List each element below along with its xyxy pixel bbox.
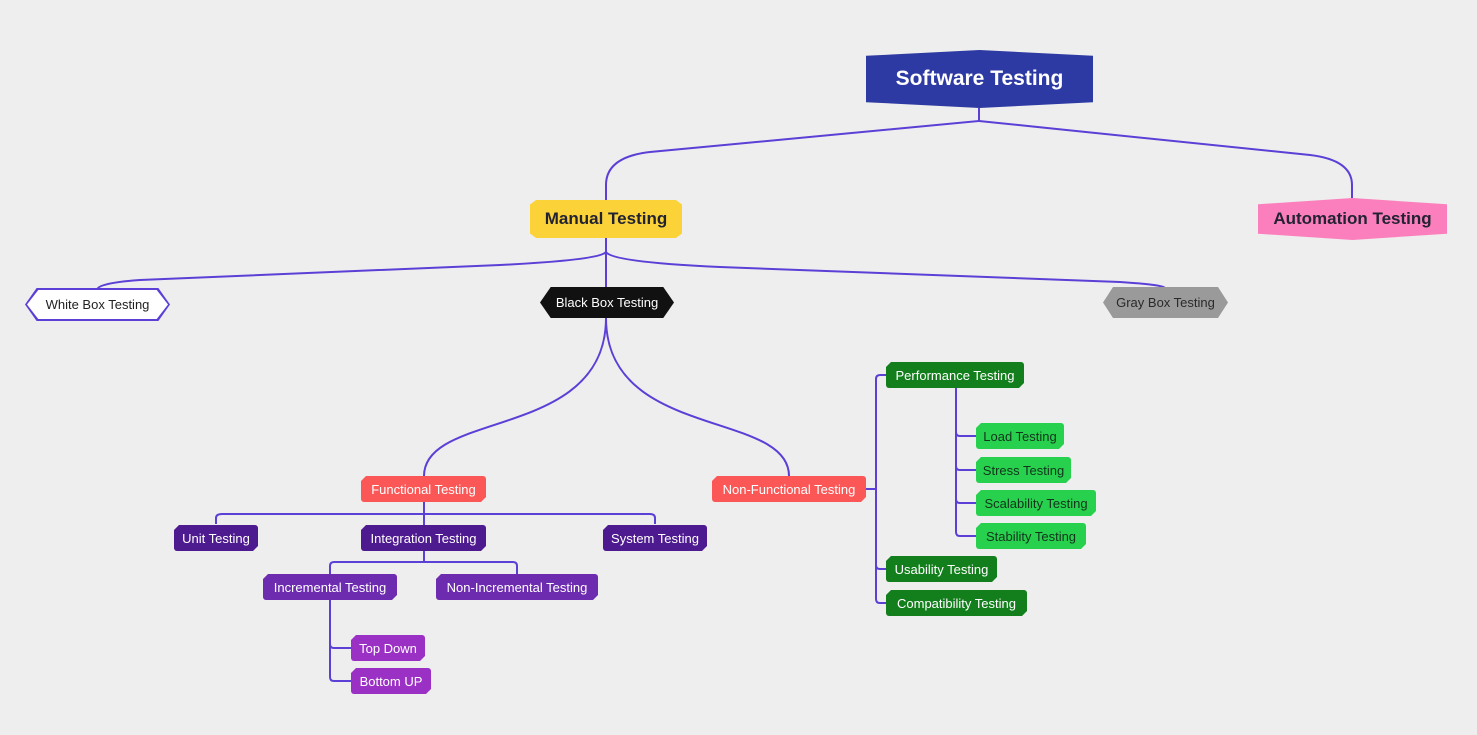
compatibility-testing-node[interactable]: Compatibility Testing — [886, 590, 1027, 616]
black-box-testing-label: Black Box Testing — [555, 295, 659, 310]
stability-testing-node[interactable]: Stability Testing — [976, 523, 1086, 549]
link-performance-children — [955, 388, 977, 537]
link-incremental-children — [329, 600, 351, 682]
non-functional-testing-label: Non-Functional Testing — [722, 481, 856, 497]
white-box-testing-label: White Box Testing — [45, 297, 150, 312]
load-testing-label: Load Testing — [983, 428, 1057, 444]
link-root-manual — [605, 108, 980, 200]
compatibility-testing-label: Compatibility Testing — [897, 595, 1016, 611]
black-box-testing-node[interactable]: Black Box Testing — [540, 287, 674, 318]
non-functional-testing-node[interactable]: Non-Functional Testing — [712, 476, 866, 502]
load-testing-node[interactable]: Load Testing — [976, 423, 1064, 449]
unit-testing-node[interactable]: Unit Testing — [174, 525, 258, 551]
usability-testing-node[interactable]: Usability Testing — [886, 556, 997, 582]
automation-testing-node[interactable]: Automation Testing — [1258, 198, 1447, 240]
bottom-up-label: Bottom UP — [359, 673, 423, 689]
link-root-automation — [978, 120, 1353, 198]
link-functional-children — [215, 502, 656, 526]
automation-testing-label: Automation Testing — [1273, 209, 1432, 228]
manual-testing-node[interactable]: Manual Testing — [530, 200, 682, 238]
scalability-testing-label: Scalability Testing — [984, 495, 1088, 511]
link-blackbox-functional — [423, 317, 607, 477]
link-integration-children — [329, 551, 518, 574]
link-blackbox-nonfunctional — [605, 317, 790, 477]
scalability-testing-node[interactable]: Scalability Testing — [976, 490, 1096, 516]
stress-testing-node[interactable]: Stress Testing — [976, 457, 1071, 483]
link-manual-whitebox — [96, 238, 607, 291]
top-down-node[interactable]: Top Down — [351, 635, 425, 661]
white-box-testing-node[interactable]: White Box Testing — [27, 290, 168, 319]
incremental-testing-node[interactable]: Incremental Testing — [263, 574, 397, 600]
system-testing-label: System Testing — [611, 530, 699, 546]
performance-testing-node[interactable]: Performance Testing — [886, 362, 1024, 388]
link-manual-graybox — [605, 251, 1166, 289]
functional-testing-node[interactable]: Functional Testing — [361, 476, 486, 502]
stress-testing-label: Stress Testing — [982, 462, 1065, 478]
non-incremental-testing-label: Non-Incremental Testing — [446, 579, 588, 595]
root-label: Software Testing — [895, 67, 1064, 90]
manual-testing-label: Manual Testing — [544, 209, 668, 228]
functional-testing-label: Functional Testing — [371, 481, 476, 497]
integration-testing-node[interactable]: Integration Testing — [361, 525, 486, 551]
performance-testing-label: Performance Testing — [895, 367, 1015, 383]
bottom-up-node[interactable]: Bottom UP — [351, 668, 431, 694]
gray-box-testing-label: Gray Box Testing — [1116, 295, 1215, 310]
gray-box-testing-node[interactable]: Gray Box Testing — [1103, 287, 1228, 318]
usability-testing-label: Usability Testing — [894, 561, 989, 577]
root-node[interactable]: Software Testing — [866, 50, 1093, 108]
link-nonfunctional-children — [865, 374, 887, 604]
system-testing-node[interactable]: System Testing — [603, 525, 707, 551]
integration-testing-label: Integration Testing — [370, 530, 477, 546]
non-incremental-testing-node[interactable]: Non-Incremental Testing — [436, 574, 598, 600]
unit-testing-label: Unit Testing — [182, 530, 250, 546]
stability-testing-label: Stability Testing — [985, 528, 1077, 544]
incremental-testing-label: Incremental Testing — [273, 579, 387, 595]
top-down-label: Top Down — [359, 640, 417, 656]
